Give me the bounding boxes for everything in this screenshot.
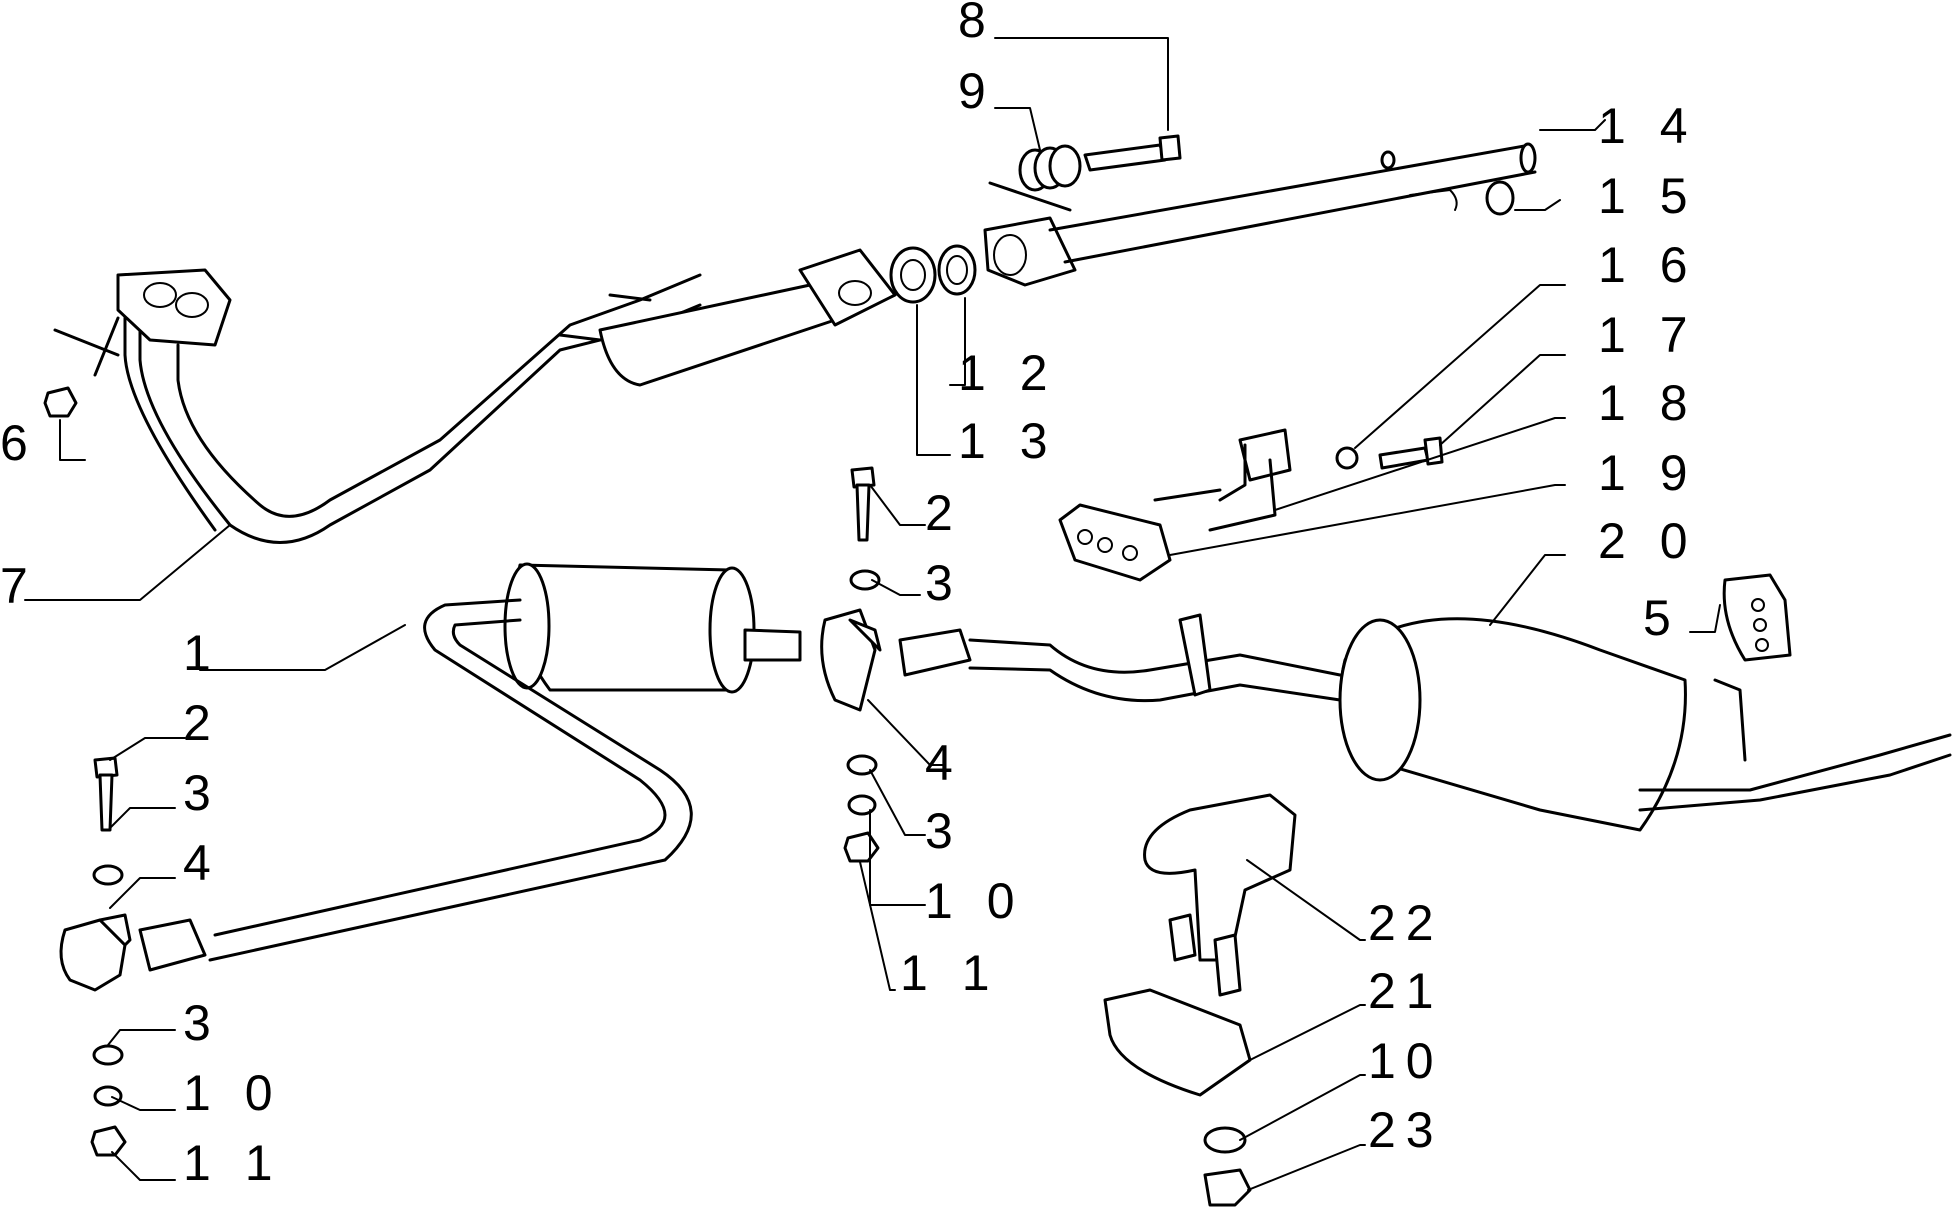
bolt-part-17 bbox=[1378, 436, 1444, 470]
label-16: 1 6 bbox=[1598, 237, 1698, 293]
hanger-bracket-part-18 bbox=[1208, 428, 1292, 532]
label-11-left: 1 1 bbox=[183, 1135, 283, 1191]
clamp-part-4-left bbox=[59, 913, 132, 992]
label-7: 7 bbox=[0, 558, 38, 614]
clamp-saddle-part-21 bbox=[1103, 988, 1252, 1097]
spring-part-9 bbox=[1018, 144, 1082, 192]
washer-part-16 bbox=[1335, 446, 1359, 470]
front-downpipe-part-7 bbox=[53, 268, 702, 544]
leader-lines bbox=[24, 37, 1721, 1191]
label-15: 1 5 bbox=[1598, 168, 1698, 224]
label-6: 6 bbox=[0, 415, 38, 471]
label-5: 5 bbox=[1643, 590, 1681, 646]
nut-part-6 bbox=[43, 386, 78, 418]
rubber-mount-part-19 bbox=[1058, 488, 1222, 582]
label-4-center: 4 bbox=[925, 735, 963, 791]
label-2-left: 2 bbox=[183, 695, 221, 751]
label-22: 22 bbox=[1368, 895, 1444, 951]
label-3-center-bottom: 3 bbox=[925, 803, 963, 859]
washer-part-3-b bbox=[849, 569, 881, 591]
washer-part-3-a bbox=[92, 864, 124, 886]
label-13: 1 3 bbox=[958, 413, 1058, 469]
label-17: 1 7 bbox=[1598, 307, 1698, 363]
middle-silencer-part-1 bbox=[138, 562, 802, 972]
clamp-part-4-center bbox=[820, 608, 972, 712]
lock-washer-part-10-left bbox=[93, 1085, 123, 1107]
bolt-part-8 bbox=[1083, 134, 1182, 172]
label-19: 1 9 bbox=[1598, 445, 1698, 501]
label-21: 21 bbox=[1368, 963, 1444, 1019]
bolt-part-2-center bbox=[850, 466, 876, 542]
ring-part-12 bbox=[937, 244, 977, 296]
label-10-center: 1 0 bbox=[925, 873, 1025, 929]
bolt-part-2-left bbox=[93, 756, 119, 832]
label-3-center-top: 3 bbox=[925, 555, 963, 611]
label-4-left: 4 bbox=[183, 835, 221, 891]
rubber-mount-part-5 bbox=[1722, 573, 1792, 662]
label-2-center: 2 bbox=[925, 485, 963, 541]
u-clamp-part-22 bbox=[1143, 793, 1297, 997]
label-10-left: 1 0 bbox=[183, 1065, 283, 1121]
label-18: 1 8 bbox=[1598, 375, 1698, 431]
label-9: 9 bbox=[958, 63, 996, 119]
label-3-left-top: 3 bbox=[183, 765, 221, 821]
nut-part-23 bbox=[1203, 1168, 1252, 1207]
label-3-left-bottom: 3 bbox=[183, 995, 221, 1051]
label-14: 1 4 bbox=[1598, 98, 1698, 154]
callout-labels: 8 9 1 4 1 5 1 6 1 7 1 8 1 9 2 0 5 1 2 1 … bbox=[0, 0, 1698, 1191]
lock-washer-part-10-center bbox=[847, 794, 877, 816]
intermediate-pipe-part-14 bbox=[983, 142, 1537, 287]
washer-part-3-d bbox=[92, 1044, 124, 1066]
label-10-right: 10 bbox=[1368, 1033, 1444, 1089]
label-1: 1 bbox=[183, 625, 221, 681]
label-23: 23 bbox=[1368, 1102, 1444, 1158]
manifold-flange bbox=[116, 268, 232, 347]
ring-part-15 bbox=[1485, 180, 1515, 216]
rear-silencer-part-20 bbox=[968, 613, 1952, 832]
gasket-part-13 bbox=[889, 246, 937, 304]
washer-part-3-c bbox=[846, 754, 878, 776]
nut-part-11-left bbox=[90, 1125, 127, 1157]
flange-front-pipe bbox=[798, 248, 897, 327]
label-20: 2 0 bbox=[1598, 513, 1698, 569]
label-12: 1 2 bbox=[958, 345, 1058, 401]
nut-part-11-center bbox=[843, 831, 880, 863]
label-11-center: 1 1 bbox=[900, 945, 1000, 1001]
washer-part-10-right bbox=[1203, 1126, 1247, 1154]
label-8: 8 bbox=[958, 0, 996, 48]
front-silencer bbox=[558, 248, 897, 387]
